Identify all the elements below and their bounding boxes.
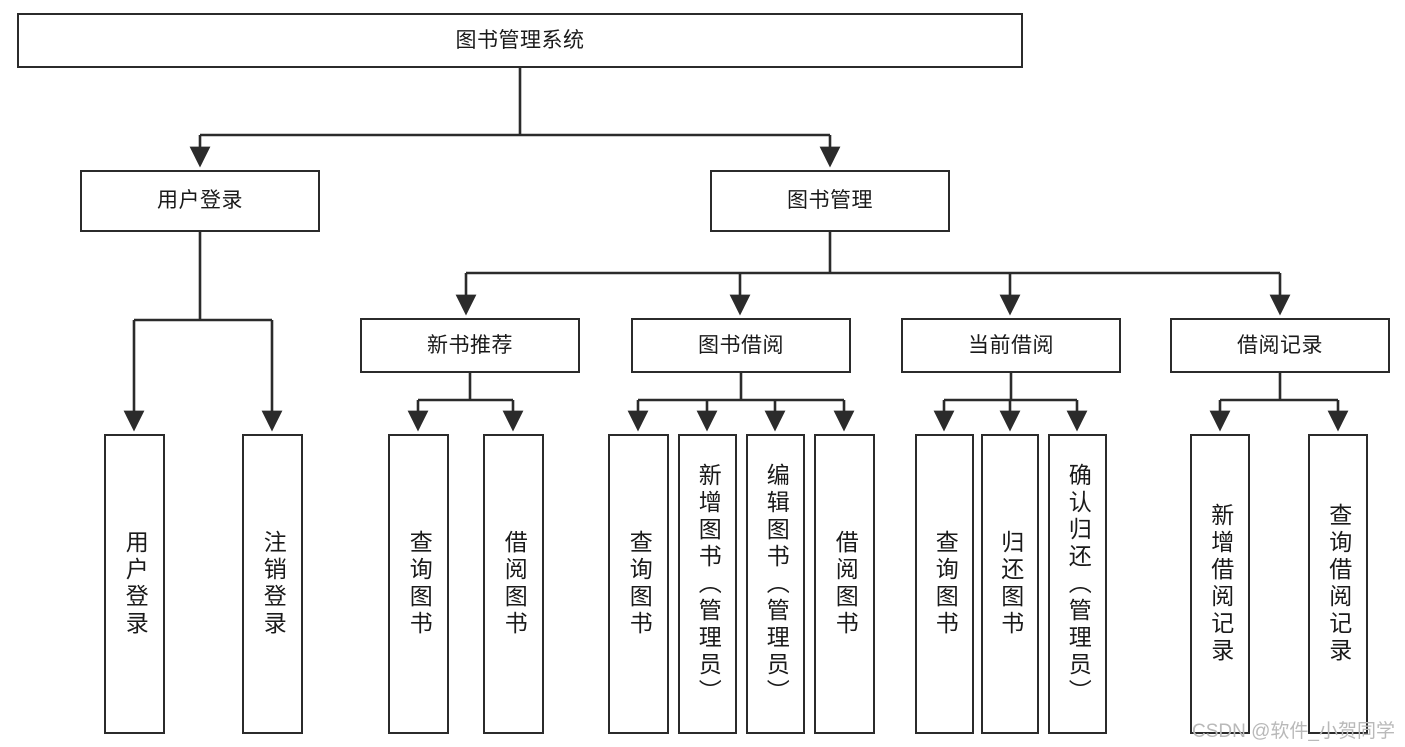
node-label: 确认归还（管理员）	[1065, 462, 1092, 706]
node-label: 图书管理系统	[455, 28, 585, 52]
leaf-return-book[interactable]: 归还图书	[981, 434, 1039, 734]
leaf-query-book-current[interactable]: 查询图书	[915, 434, 974, 734]
node-label: 借阅图书	[832, 530, 859, 638]
node-label: 当前借阅	[968, 333, 1054, 357]
node-label: 查询图书	[406, 530, 433, 638]
leaf-add-book-admin[interactable]: 新增图书（管理员）	[678, 434, 737, 734]
node-label: 查询借阅记录	[1325, 503, 1352, 665]
leaf-borrow-book-new[interactable]: 借阅图书	[483, 434, 544, 734]
leaf-query-book-borrow[interactable]: 查询图书	[608, 434, 669, 734]
node-borrowing-records[interactable]: 借阅记录	[1170, 318, 1390, 373]
node-book-management-system[interactable]: 图书管理系统	[17, 13, 1023, 68]
node-label: 借阅记录	[1237, 333, 1323, 357]
node-book-management[interactable]: 图书管理	[710, 170, 950, 232]
node-current-borrowing[interactable]: 当前借阅	[901, 318, 1121, 373]
node-label: 用户登录	[122, 530, 149, 638]
node-label: 新书推荐	[427, 333, 513, 357]
leaf-confirm-return-admin[interactable]: 确认归还（管理员）	[1048, 434, 1107, 734]
node-label: 新增借阅记录	[1207, 503, 1234, 665]
leaf-edit-book-admin[interactable]: 编辑图书（管理员）	[746, 434, 805, 734]
node-user-login[interactable]: 用户登录	[80, 170, 320, 232]
leaf-borrow-book[interactable]: 借阅图书	[814, 434, 875, 734]
watermark: CSDN @软件_小贺同学	[1192, 721, 1395, 742]
node-new-book-recommendation[interactable]: 新书推荐	[360, 318, 580, 373]
node-label: 查询图书	[626, 530, 653, 638]
node-label: 图书管理	[787, 189, 873, 213]
node-label: 图书借阅	[698, 333, 784, 357]
node-label: 注销登录	[260, 530, 287, 638]
leaf-query-borrow-record[interactable]: 查询借阅记录	[1308, 434, 1368, 734]
node-label: 新增图书（管理员）	[695, 462, 722, 706]
node-label: 借阅图书	[501, 530, 528, 638]
leaf-query-book-new[interactable]: 查询图书	[388, 434, 449, 734]
node-label: 用户登录	[157, 189, 243, 213]
node-label: 查询图书	[932, 530, 959, 638]
node-label: 归还图书	[997, 530, 1024, 638]
leaf-add-borrow-record[interactable]: 新增借阅记录	[1190, 434, 1250, 734]
node-book-borrowing[interactable]: 图书借阅	[631, 318, 851, 373]
node-label: 编辑图书（管理员）	[763, 462, 790, 706]
leaf-user-login[interactable]: 用户登录	[104, 434, 165, 734]
leaf-logout[interactable]: 注销登录	[242, 434, 303, 734]
